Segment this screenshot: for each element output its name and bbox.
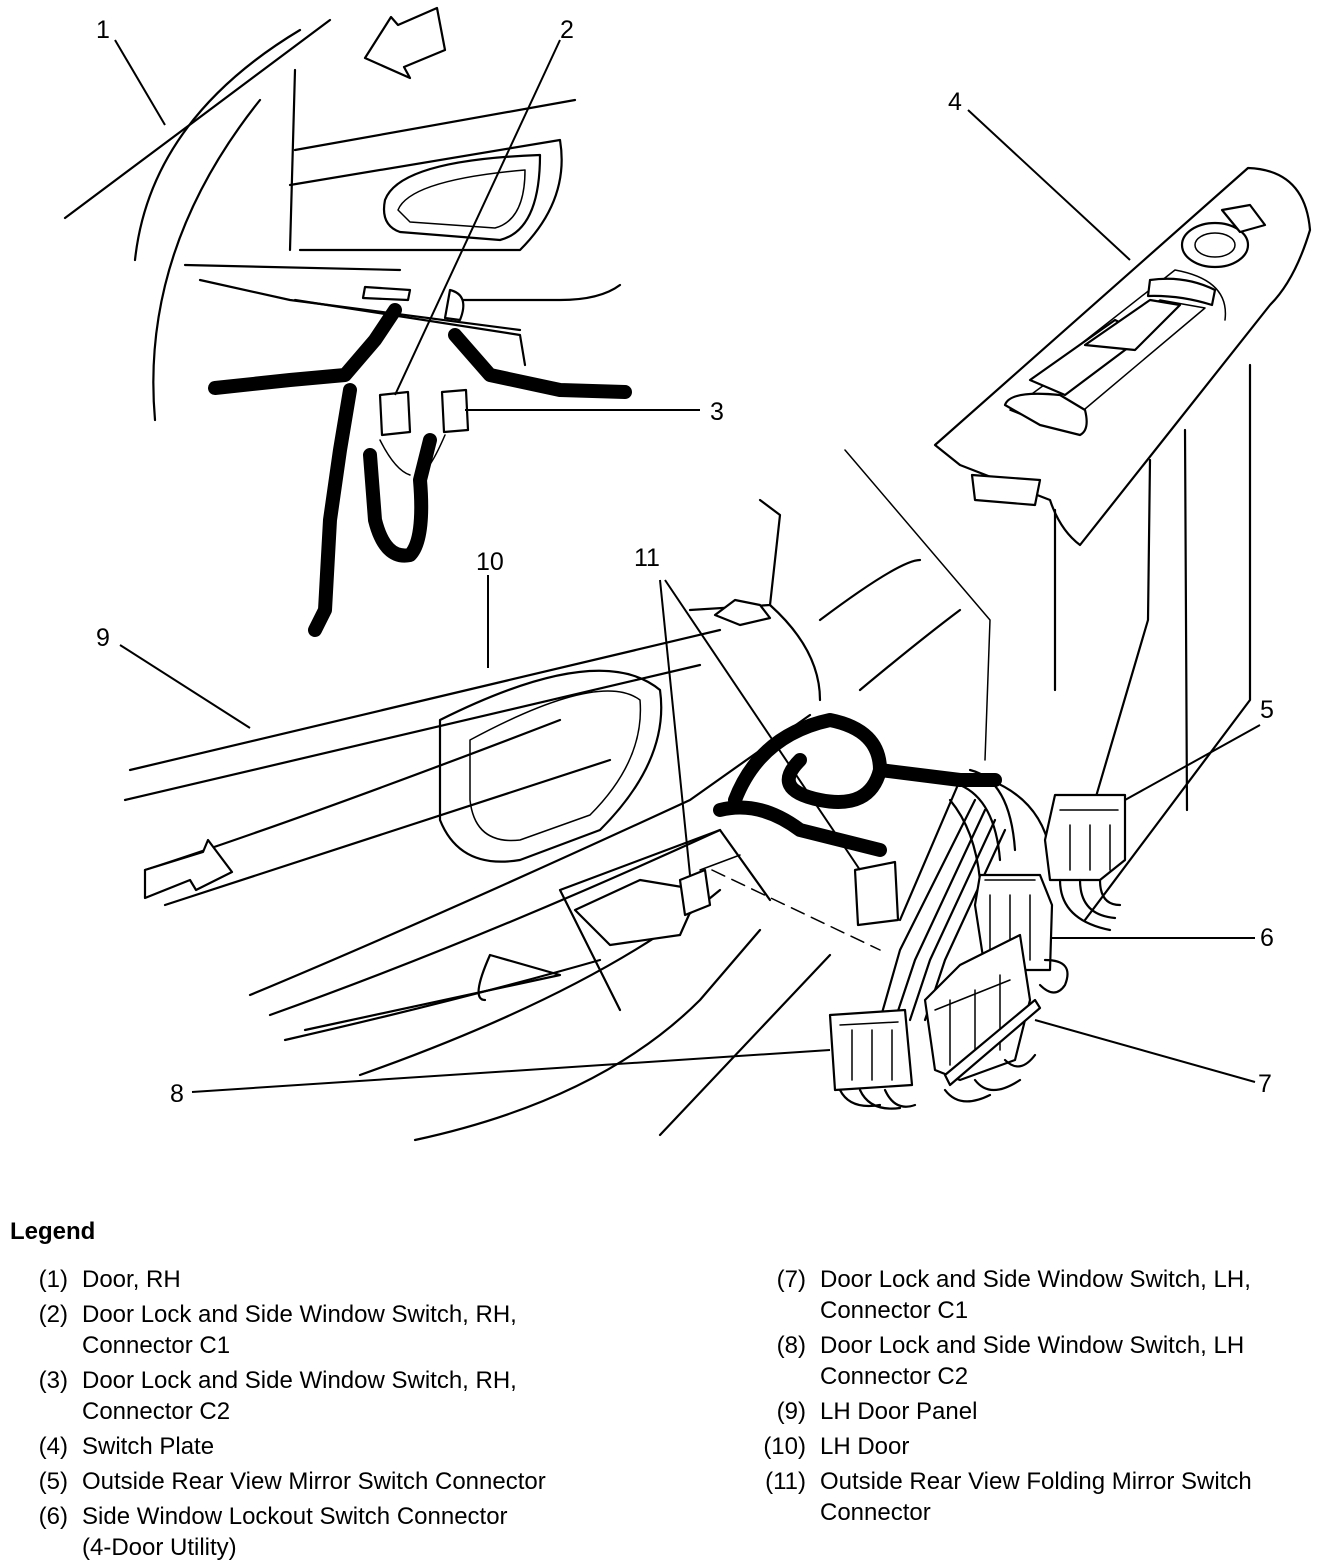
legend-item-number: (5) bbox=[38, 1468, 68, 1495]
wiring-diagram: 1 2 3 4 5 6 7 8 9 10 11 bbox=[63, 6, 1312, 1142]
legend-line: Door, RH bbox=[82, 1266, 181, 1293]
callout-3: 3 bbox=[710, 398, 724, 426]
legend-line: Door Lock and Side Window Switch, RH, bbox=[82, 1367, 517, 1394]
legend-line: (4-Door Utility) bbox=[82, 1534, 237, 1561]
callout-10: 10 bbox=[476, 548, 504, 576]
legend-line: Switch Plate bbox=[82, 1433, 215, 1460]
legend-item: (1) Door, RH bbox=[20, 1264, 700, 1295]
legend-line: Connector bbox=[820, 1499, 931, 1526]
legend-item-text: Side Window Lockout Switch Connector (4-… bbox=[82, 1501, 700, 1563]
legend-line: Connector C1 bbox=[820, 1297, 969, 1324]
legend-item: (8) Door Lock and Side Window Switch, LH… bbox=[740, 1330, 1340, 1392]
legend-item-number: (9) bbox=[776, 1398, 806, 1425]
callout-7: 7 bbox=[1258, 1070, 1272, 1098]
callout-5: 5 bbox=[1260, 696, 1274, 724]
callout-11: 11 bbox=[634, 544, 660, 572]
legend-line: LH Door bbox=[820, 1433, 910, 1460]
legend-item-text: Door Lock and Side Window Switch, RH, Co… bbox=[82, 1299, 700, 1361]
legend-line: Door Lock and Side Window Switch, LH, bbox=[820, 1266, 1251, 1293]
callout-2: 2 bbox=[560, 16, 574, 44]
rh-door-illustration bbox=[63, 6, 632, 637]
legend-item-text: LH Door bbox=[820, 1431, 1340, 1462]
legend-item-text: LH Door Panel bbox=[820, 1396, 1340, 1427]
legend-line: Side Window Lockout Switch Connector bbox=[82, 1503, 508, 1530]
legend-item-number: (3) bbox=[38, 1367, 68, 1394]
legend-line: Outside Rear View Folding Mirror Switch bbox=[820, 1468, 1252, 1495]
legend-item-text: Outside Rear View Folding Mirror Switch … bbox=[820, 1466, 1340, 1528]
leader-lines bbox=[114, 39, 1261, 1093]
legend-line: Door Lock and Side Window Switch, RH, bbox=[82, 1301, 517, 1328]
legend-item: (7) Door Lock and Side Window Switch, LH… bbox=[740, 1264, 1340, 1326]
callout-8: 8 bbox=[170, 1080, 184, 1108]
callout-6: 6 bbox=[1260, 924, 1274, 952]
legend-item: (6) Side Window Lockout Switch Connector… bbox=[20, 1501, 700, 1563]
legend-item: (4) Switch Plate bbox=[20, 1431, 700, 1462]
legend-column-left: (1) Door, RH (2) Door Lock and Side Wind… bbox=[20, 1264, 700, 1567]
legend-item-number: (7) bbox=[776, 1266, 806, 1293]
legend-item: (11) Outside Rear View Folding Mirror Sw… bbox=[740, 1466, 1340, 1528]
legend-line: Connector C1 bbox=[82, 1332, 231, 1359]
legend-item-number: (6) bbox=[38, 1503, 68, 1530]
legend-line: Connector C2 bbox=[82, 1398, 231, 1425]
legend-line: Door Lock and Side Window Switch, LH bbox=[820, 1332, 1245, 1359]
legend-item-number: (10) bbox=[763, 1433, 806, 1460]
legend: Legend (1) Door, RH (2) Door Lock and Si… bbox=[0, 1212, 1344, 1564]
legend-title: Legend bbox=[10, 1218, 96, 1245]
legend-item-number: (4) bbox=[38, 1433, 68, 1460]
callout-1: 1 bbox=[96, 16, 110, 44]
legend-item-text: Switch Plate bbox=[82, 1431, 700, 1462]
legend-line: Connector C2 bbox=[820, 1363, 969, 1390]
callout-9: 9 bbox=[96, 624, 110, 652]
legend-line: Outside Rear View Mirror Switch Connecto… bbox=[82, 1468, 546, 1495]
legend-item-text: Outside Rear View Mirror Switch Connecto… bbox=[82, 1466, 700, 1497]
legend-item-text: Door Lock and Side Window Switch, RH, Co… bbox=[82, 1365, 700, 1427]
legend-item-text: Door, RH bbox=[82, 1264, 700, 1295]
legend-item-number: (2) bbox=[38, 1301, 68, 1328]
legend-item: (2) Door Lock and Side Window Switch, RH… bbox=[20, 1299, 700, 1361]
legend-line: LH Door Panel bbox=[820, 1398, 978, 1425]
callout-labels: 1 2 3 4 5 6 7 8 9 10 11 bbox=[96, 16, 1274, 1108]
legend-item-number: (1) bbox=[38, 1266, 68, 1293]
legend-item-text: Door Lock and Side Window Switch, LH Con… bbox=[820, 1330, 1340, 1392]
legend-item-number: (8) bbox=[776, 1332, 806, 1359]
legend-item: (3) Door Lock and Side Window Switch, RH… bbox=[20, 1365, 700, 1427]
callout-4: 4 bbox=[948, 88, 962, 116]
legend-item-number: (11) bbox=[765, 1468, 806, 1495]
legend-item-text: Door Lock and Side Window Switch, LH, Co… bbox=[820, 1264, 1340, 1326]
legend-item: (10) LH Door bbox=[740, 1431, 1340, 1462]
legend-column-right: (7) Door Lock and Side Window Switch, LH… bbox=[740, 1264, 1340, 1532]
legend-item: (5) Outside Rear View Mirror Switch Conn… bbox=[20, 1466, 700, 1497]
switch-plate-illustration bbox=[844, 166, 1312, 922]
lh-door-illustration bbox=[123, 498, 1127, 1142]
legend-item: (9) LH Door Panel bbox=[740, 1396, 1340, 1427]
